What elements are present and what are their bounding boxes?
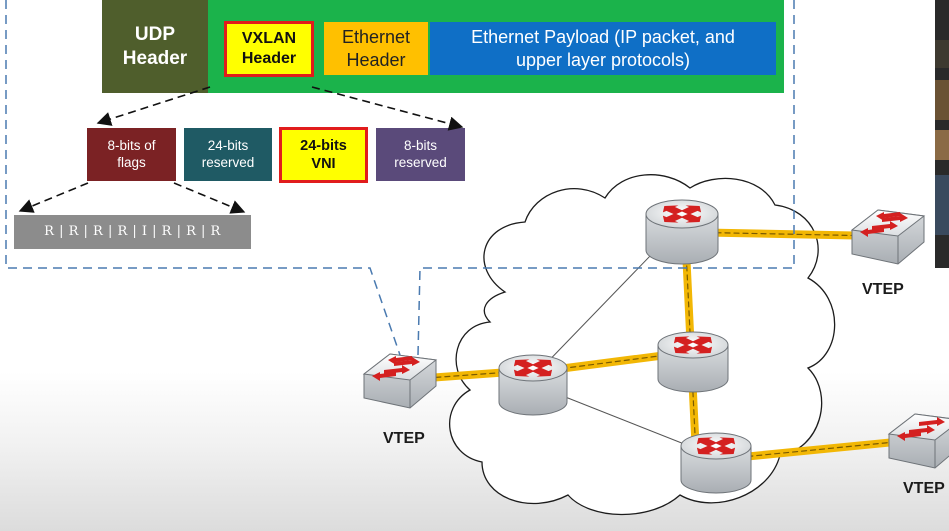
- flags-field-label: 8-bits of flags: [107, 137, 156, 170]
- router-icon: [657, 331, 729, 393]
- switch-icon: [850, 209, 926, 265]
- vxlan-header-label: VXLAN Header: [241, 30, 297, 67]
- reserved8-field: 8-bits reserved: [376, 128, 465, 181]
- vtep-label-top-right: VTEP: [862, 281, 904, 298]
- ethernet-header-box: Ethernet Header: [324, 22, 428, 75]
- switch-icon: [887, 413, 949, 469]
- vtep-label-bottom-right: VTEP: [903, 480, 945, 497]
- reserved8-field-label: 8-bits reserved: [394, 137, 447, 170]
- udp-header-label: UDP Header: [122, 23, 188, 69]
- callout-border: [5, 0, 401, 356]
- router-icon: [645, 199, 719, 265]
- flag-bits-label: R | R | R | R | I | R | R | R: [44, 223, 221, 239]
- arrow-to-bit-right: [173, 182, 246, 214]
- router-icon: [498, 354, 568, 416]
- vni-field: 24-bits VNI: [279, 127, 368, 183]
- vtep-label-left: VTEP: [383, 430, 425, 447]
- video-thumbnail-strip: [935, 0, 949, 268]
- arrow-to-bit-left: [18, 182, 89, 213]
- arrow-to-flags: [96, 86, 211, 126]
- router-icon: [680, 432, 752, 494]
- flags-field: 8-bits of flags: [87, 128, 176, 181]
- reserved24-field: 24-bits reserved: [184, 128, 272, 181]
- flag-bits-row: R | R | R | R | I | R | R | R: [14, 215, 251, 249]
- udp-header-box: UDP Header: [102, 0, 208, 93]
- switch-icon: [362, 353, 438, 409]
- cloud-icon: [449, 174, 836, 516]
- reserved24-field-label: 24-bits reserved: [201, 137, 255, 170]
- ethernet-payload-label: Ethernet Payload (IP packet, and upper l…: [471, 27, 735, 70]
- vxlan-header-box: VXLAN Header: [224, 21, 314, 77]
- arrow-to-reserved8: [311, 86, 464, 131]
- ethernet-payload-box: Ethernet Payload (IP packet, and upper l…: [430, 22, 776, 75]
- ethernet-header-label: Ethernet Header: [341, 27, 411, 70]
- vni-field-label: 24-bits VNI: [300, 137, 347, 172]
